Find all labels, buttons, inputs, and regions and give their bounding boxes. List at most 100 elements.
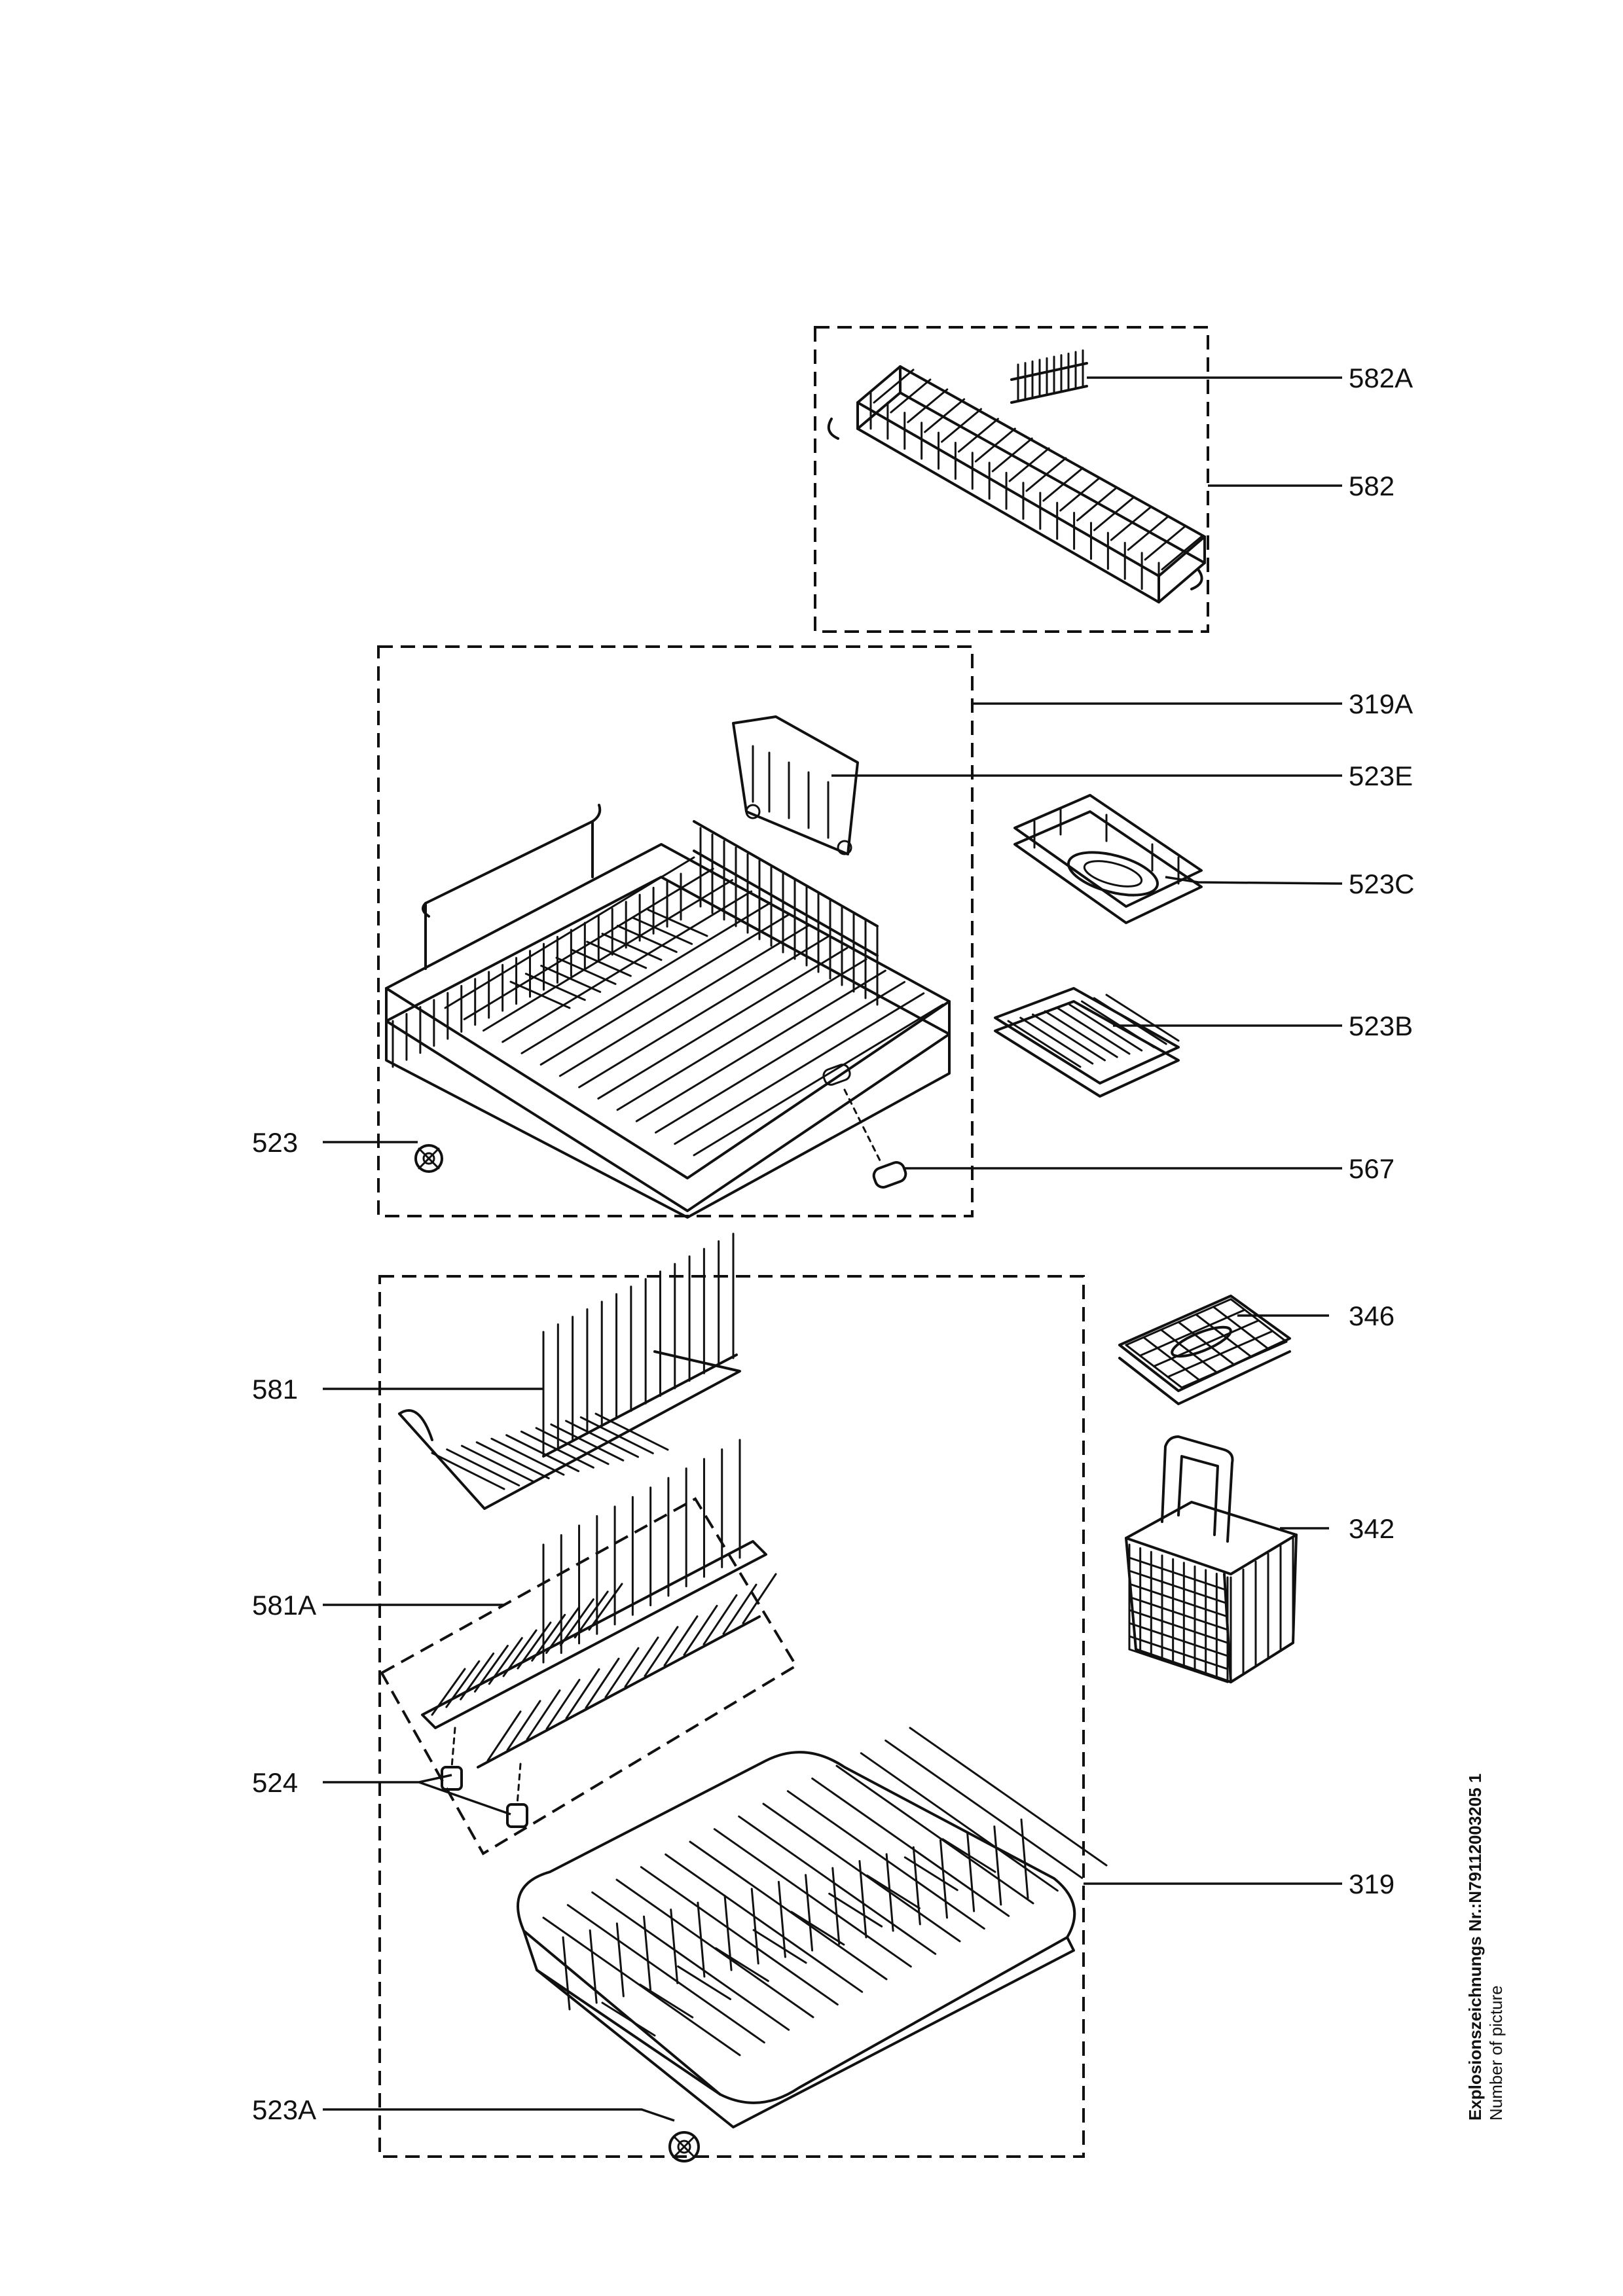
wire [1059,476,1101,512]
wire [601,933,663,961]
wire [1042,467,1084,502]
wire [460,1652,495,1700]
wire [1110,506,1152,541]
wire [1128,1635,1229,1670]
wire [1161,535,1203,571]
part-342-cutlery-basket [1125,1435,1298,1683]
wire [555,956,617,985]
wire [1105,994,1180,1042]
wire [1128,1556,1229,1592]
wire [1153,1319,1260,1367]
part-label-581: 581 [252,1374,298,1405]
part-label-342: 342 [1349,1513,1395,1544]
part-label-582: 582 [1349,471,1395,501]
wire [520,901,772,1054]
wire [670,1909,679,1984]
wire [517,1621,552,1670]
wire [1008,447,1050,482]
wire [790,1910,845,1946]
wire [502,1629,538,1677]
part-label-523C: 523C [1349,869,1414,899]
part-label-319: 319 [1349,1869,1395,1899]
wire [993,1825,1002,1906]
wire [588,1583,623,1631]
wire [1020,1818,1029,1899]
drawing-number: Explosionszeichnungs Nr.:N79112003205 1 [1465,1774,1485,2121]
wire [1167,1330,1274,1378]
part-label-581A: 581A [252,1590,316,1621]
wire [526,1689,561,1741]
wire [539,913,791,1066]
part-label-523: 523 [252,1127,298,1158]
wire [924,398,966,433]
part-523B-rack-insert [994,987,1180,1098]
wire [1125,1298,1232,1346]
wire [506,1700,541,1751]
wire [579,1416,654,1454]
wire [624,1636,659,1688]
part-346-small-shelf [1118,1295,1291,1405]
wire [431,1668,466,1716]
wire [635,969,886,1122]
wire [828,1892,883,1928]
part-524-clips [441,1727,528,1828]
wire [714,1947,769,1982]
wire [663,1615,699,1667]
wire [1076,486,1118,522]
wire [939,1839,948,1919]
wire [604,1647,640,1698]
wire [643,1915,652,1991]
wire [885,1853,894,1932]
wire [1093,997,1167,1045]
wire [444,856,695,1009]
wire [683,1604,718,1656]
wire [974,427,1016,463]
wire [639,1983,694,2018]
part-label-319A: 319A [1349,689,1413,719]
wire [907,388,949,423]
wire [570,948,632,977]
wire [486,1710,522,1762]
wire [540,965,602,994]
wire [912,1846,921,1926]
wire [601,2001,656,2037]
wire [509,980,571,1009]
wire [738,1815,937,1955]
wire [566,1904,765,2044]
wire [742,1573,777,1624]
wire [1127,516,1169,551]
wire [565,1668,600,1719]
wire [722,1583,757,1635]
wire [723,1894,733,1971]
wire [811,1777,1010,1917]
part-581A-tines [421,1439,777,1768]
wire [762,1803,961,1943]
group-box-582 [814,326,1209,633]
wire [488,1637,523,1685]
wire [490,1437,565,1476]
wire [991,437,1033,473]
part-523C-cup-shelf [1013,794,1203,924]
wire [1144,526,1186,561]
part-label-582A: 582A [1349,363,1413,393]
wire [565,1420,640,1458]
leader-523C [1165,876,1343,885]
group-box-319A [377,645,974,1217]
part-label-523E: 523E [1349,761,1413,791]
wire [831,1867,841,1945]
wire [835,1765,1034,1905]
wire [1128,1609,1229,1644]
part-582-cutlery-basket [827,365,1206,603]
wire [616,958,867,1111]
wire [1056,1007,1131,1055]
leader-523A [323,2108,675,2122]
number-of-picture: Number of picture [1486,1985,1506,2121]
part-523A-wheel [668,2131,700,2162]
wire [558,924,810,1077]
wire [616,924,678,953]
part-523E-plate-insert [732,715,859,855]
part-label-523A: 523A [252,2094,316,2125]
wire [866,1874,921,1910]
wire [647,908,708,937]
